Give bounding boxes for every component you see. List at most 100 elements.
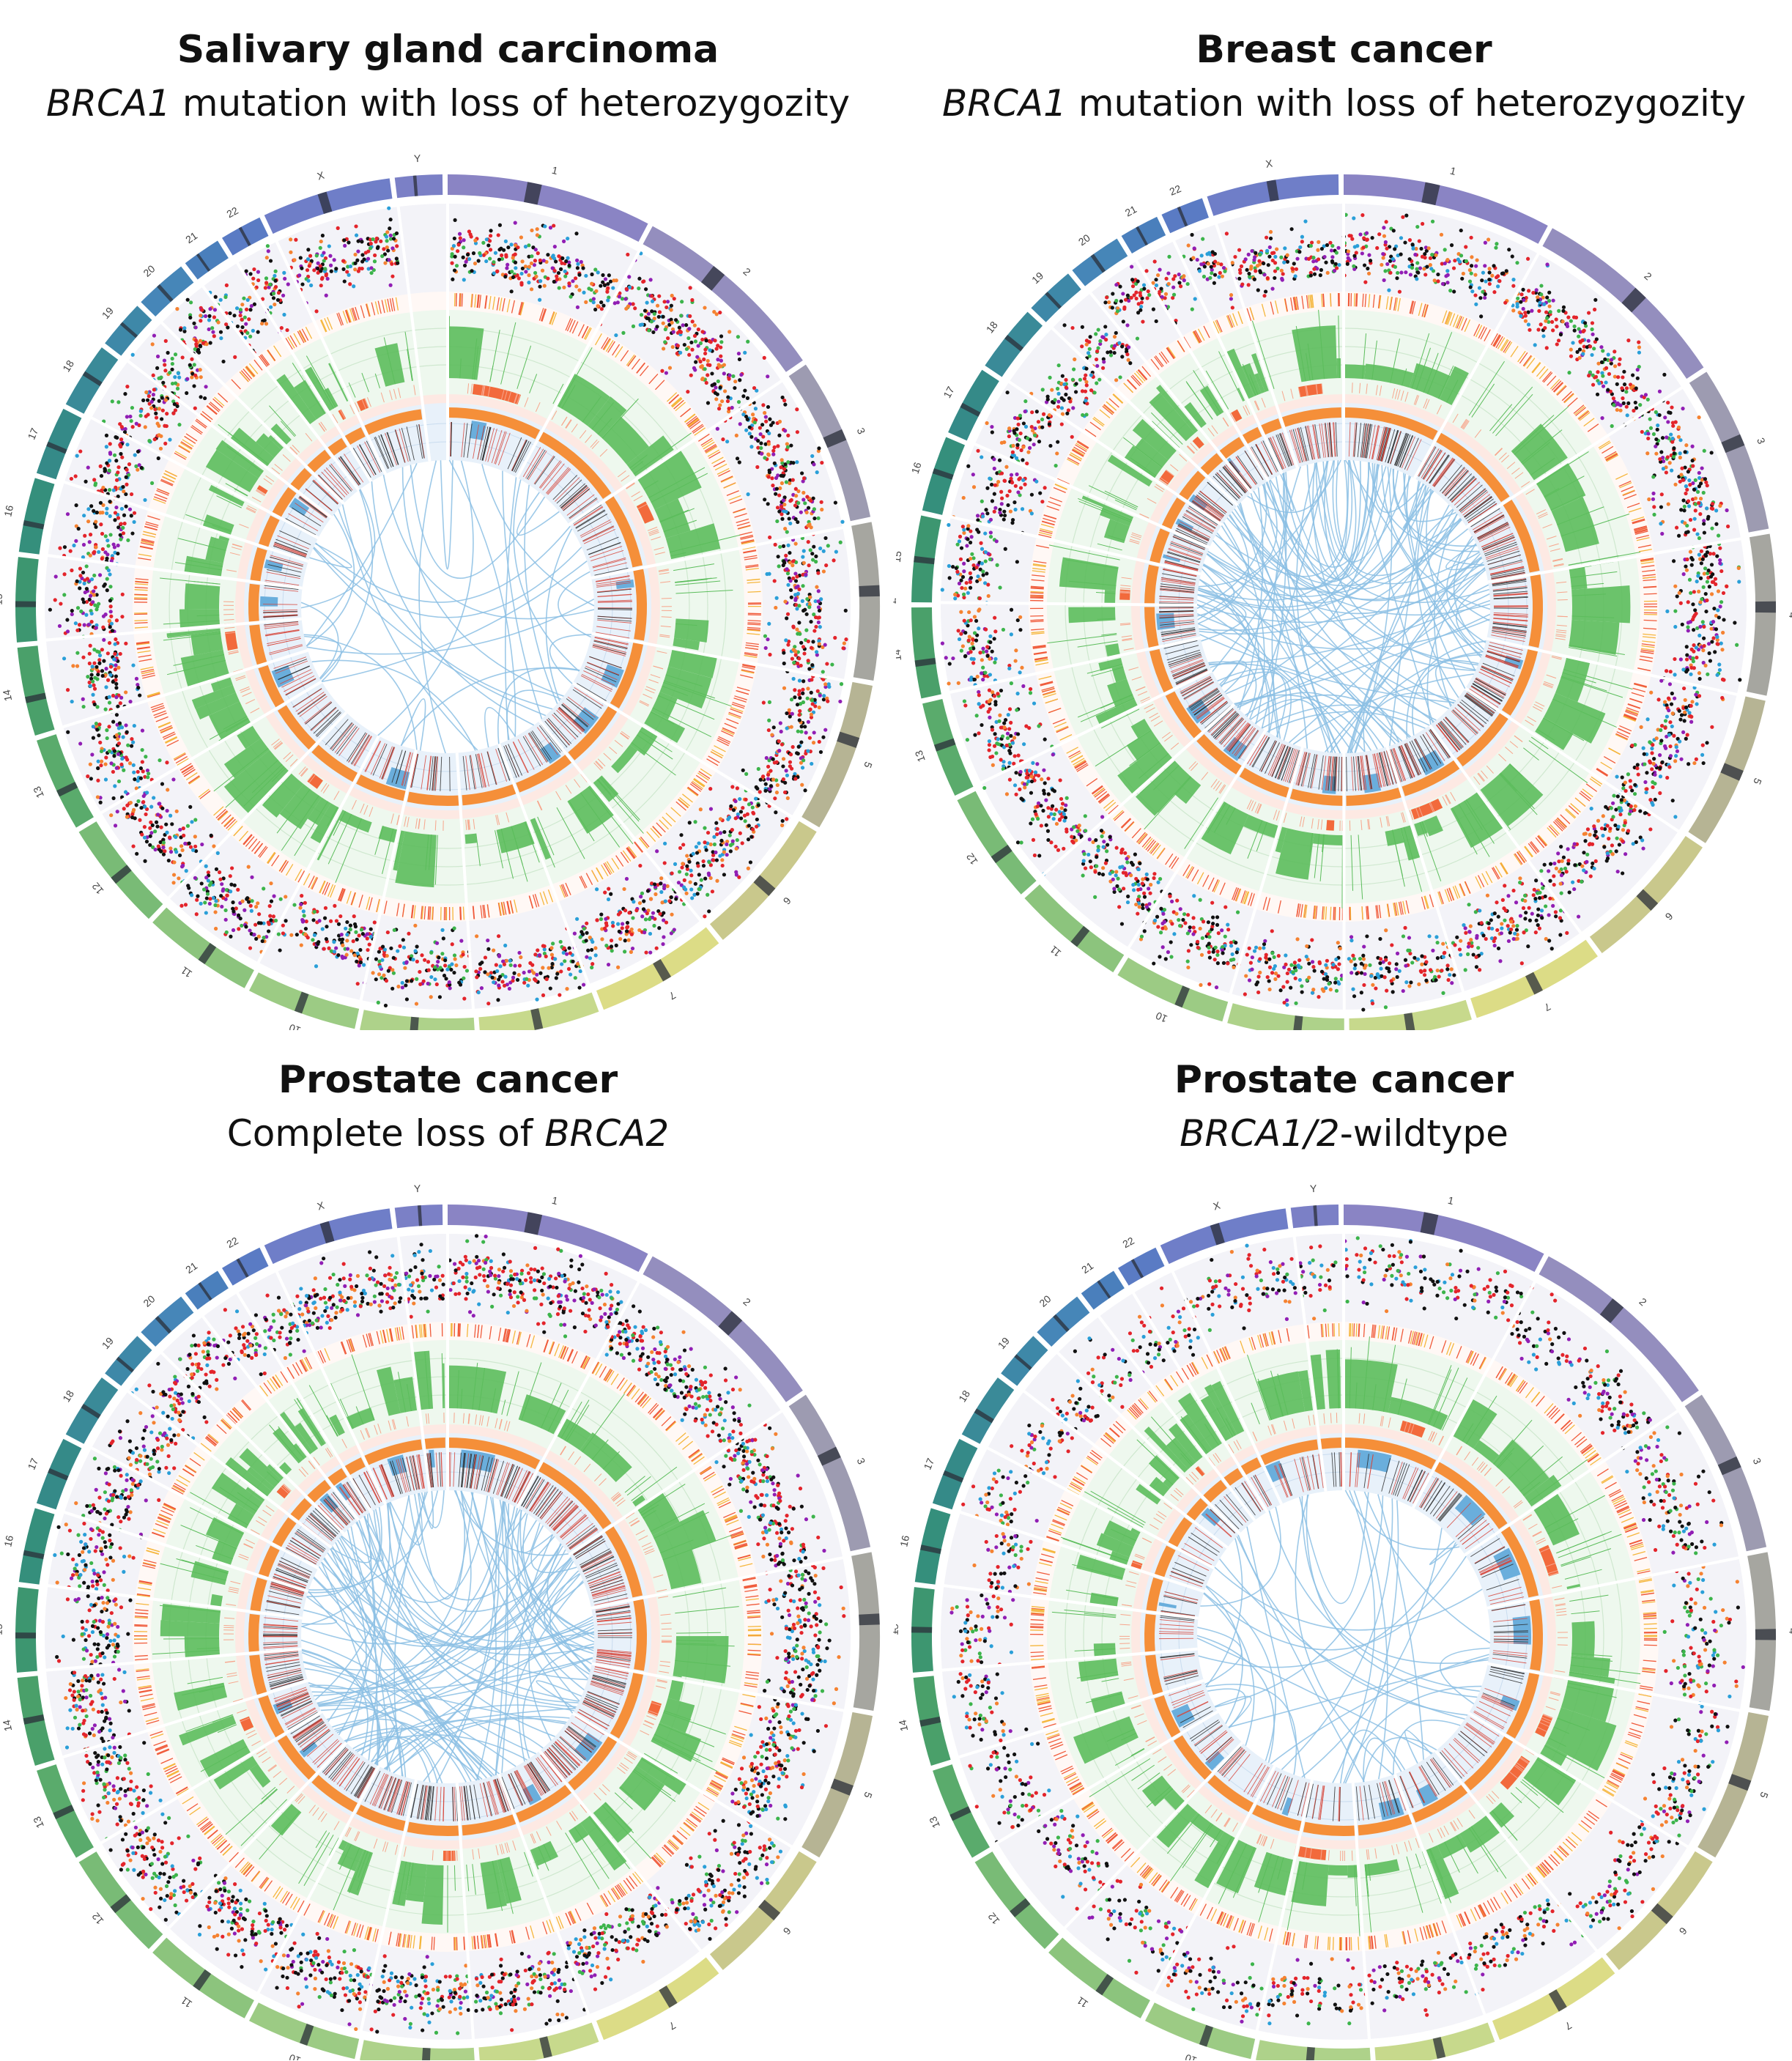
chromosome-band: [18, 478, 55, 555]
chromosome-label: 20: [141, 262, 157, 278]
chromosome-label: 7: [1563, 2019, 1574, 2032]
link-area-bg: [1197, 1490, 1490, 1783]
chromosome-label: 21: [1079, 1259, 1095, 1276]
chromosome-band: [788, 1394, 871, 1552]
chromosome-label: 7: [667, 989, 678, 1002]
chromosome-band: [249, 2002, 360, 2060]
chromosome-label: 15: [896, 1624, 900, 1635]
chromosome-band: [851, 1552, 880, 1711]
chromosome-band: [801, 681, 873, 828]
panel-title: Breast cancer: [1196, 28, 1492, 72]
chromosome-band: [1539, 1256, 1699, 1402]
panel-prostate-brca2-loss: Prostate cancer Complete loss of BRCA2 1…: [0, 1030, 896, 2060]
chromosome-band: [911, 607, 941, 699]
chromosome-label: 7: [667, 2019, 678, 2032]
chromosome-label: 3: [855, 1456, 868, 1466]
chromosome-label: 6: [1677, 1925, 1689, 1937]
chromosome-band: [185, 240, 229, 280]
chromosome-label: 3: [1755, 436, 1768, 445]
chromosome-band: [1344, 174, 1548, 244]
chromosome-label: 16: [1, 504, 15, 518]
chromosome-label: 17: [26, 1457, 41, 1472]
chromosome-band: [1746, 533, 1776, 696]
chromosome-band: [448, 1205, 648, 1273]
sv-bars: [1144, 1437, 1543, 1836]
chromosome-band: [1031, 273, 1081, 322]
chromosome-label: 2: [741, 1295, 753, 1308]
chromosome-label: 19: [996, 1335, 1012, 1351]
circos-plot: 12345678910111213141516171819202122XY: [0, 1183, 896, 2060]
chromosome-band: [141, 266, 194, 317]
chromosome-label: 3: [1751, 1456, 1764, 1466]
chromosome-band: [36, 408, 82, 480]
chromosome-band: [1037, 1296, 1090, 1347]
chromosome-label: 12: [985, 1910, 1001, 1926]
chromosome-label: Y: [413, 1183, 421, 1195]
chromosome-band: [37, 734, 94, 828]
chromosome-band: [1160, 1208, 1289, 1265]
chromosome-label: 16: [1, 1534, 15, 1548]
chromosome-label: 5: [862, 761, 875, 770]
chromosome-label: X: [1265, 157, 1274, 169]
chromosome-band: [596, 1957, 719, 2040]
chromosome-label: 19: [100, 1335, 116, 1351]
chromosome-band: [1161, 198, 1209, 234]
circos-plot: 12345678910111213141516171819202122XY: [0, 152, 896, 1030]
chromosome-label: X: [316, 1199, 326, 1213]
chromosome-label: 3: [855, 426, 868, 436]
chromosome-band: [1344, 1205, 1544, 1273]
chromosome-label: 11: [1048, 944, 1064, 960]
chromosome-label: Y: [1309, 1183, 1317, 1195]
chromosome-label: 13: [31, 785, 46, 800]
cnv-histogram: [160, 316, 741, 888]
chromosome-ideogram: 12345678910111213141516171819202122XY: [0, 152, 896, 1030]
chromosome-label: 1: [1449, 164, 1458, 177]
sv-bars: [1144, 407, 1543, 806]
chromosome-label: 14: [896, 648, 903, 661]
translocation-links: [1196, 1490, 1491, 1784]
snv-scatter: [48, 206, 848, 1008]
chromosome-label: 6: [781, 1925, 793, 1937]
chromosome-band: [1048, 1937, 1150, 2019]
chromosome-label: 13: [927, 1815, 942, 1830]
chromosome-band: [222, 1247, 269, 1286]
chromosome-label: Y: [413, 152, 421, 165]
circos-plot: 12345678910111213141516171819202122X: [896, 157, 1792, 1030]
chromosome-band: [851, 522, 880, 681]
chromosome-label: 17: [922, 1457, 937, 1472]
breakpoint-ticks: [1158, 422, 1529, 792]
loh-ticks: [134, 293, 762, 920]
circos-plot: 12345678910111213141516171819202122XY: [896, 1183, 1792, 2060]
translocation-links: [300, 459, 595, 754]
translocation-links: [300, 1490, 595, 1784]
chromosome-label: 10: [1183, 2052, 1198, 2060]
snv-scatter: [940, 212, 1742, 1012]
chromosome-label: 18: [60, 358, 76, 374]
chromosome-band: [1118, 1247, 1165, 1286]
chromosome-label: 16: [909, 461, 924, 476]
chromosome-ideogram: 12345678910111213141516171819202122XY: [0, 1183, 896, 2060]
chromosome-band: [360, 2040, 475, 2060]
cnv-histogram: [1051, 1336, 1641, 1936]
chromosome-label: 15: [0, 593, 4, 605]
chromosome-label: 10: [1154, 1010, 1169, 1025]
chromosome-label: 14: [896, 1719, 910, 1733]
chromosome-band: [15, 557, 39, 643]
chromosome-band: [105, 1336, 152, 1386]
snv-scatter: [53, 1234, 846, 2035]
chromosome-label: 13: [31, 1815, 46, 1830]
chromosome-label: 1: [1447, 1194, 1456, 1207]
chromosome-label: 20: [1076, 232, 1092, 248]
chromosome-band: [394, 174, 443, 199]
chromosome-band: [18, 1508, 55, 1585]
loh-ticks: [1030, 292, 1658, 921]
chromosome-band: [1024, 884, 1125, 973]
chromosome-label: 2: [1642, 270, 1654, 282]
chromosome-label: 6: [781, 895, 793, 907]
chromosome-label: 11: [1075, 1994, 1090, 2010]
chromosome-label: 10: [287, 1022, 302, 1030]
chromosome-band: [1145, 2002, 1256, 2060]
chromosome-label: 20: [1037, 1292, 1053, 1309]
chromosome-band: [1072, 238, 1128, 286]
chromosome-label: 13: [912, 749, 927, 763]
